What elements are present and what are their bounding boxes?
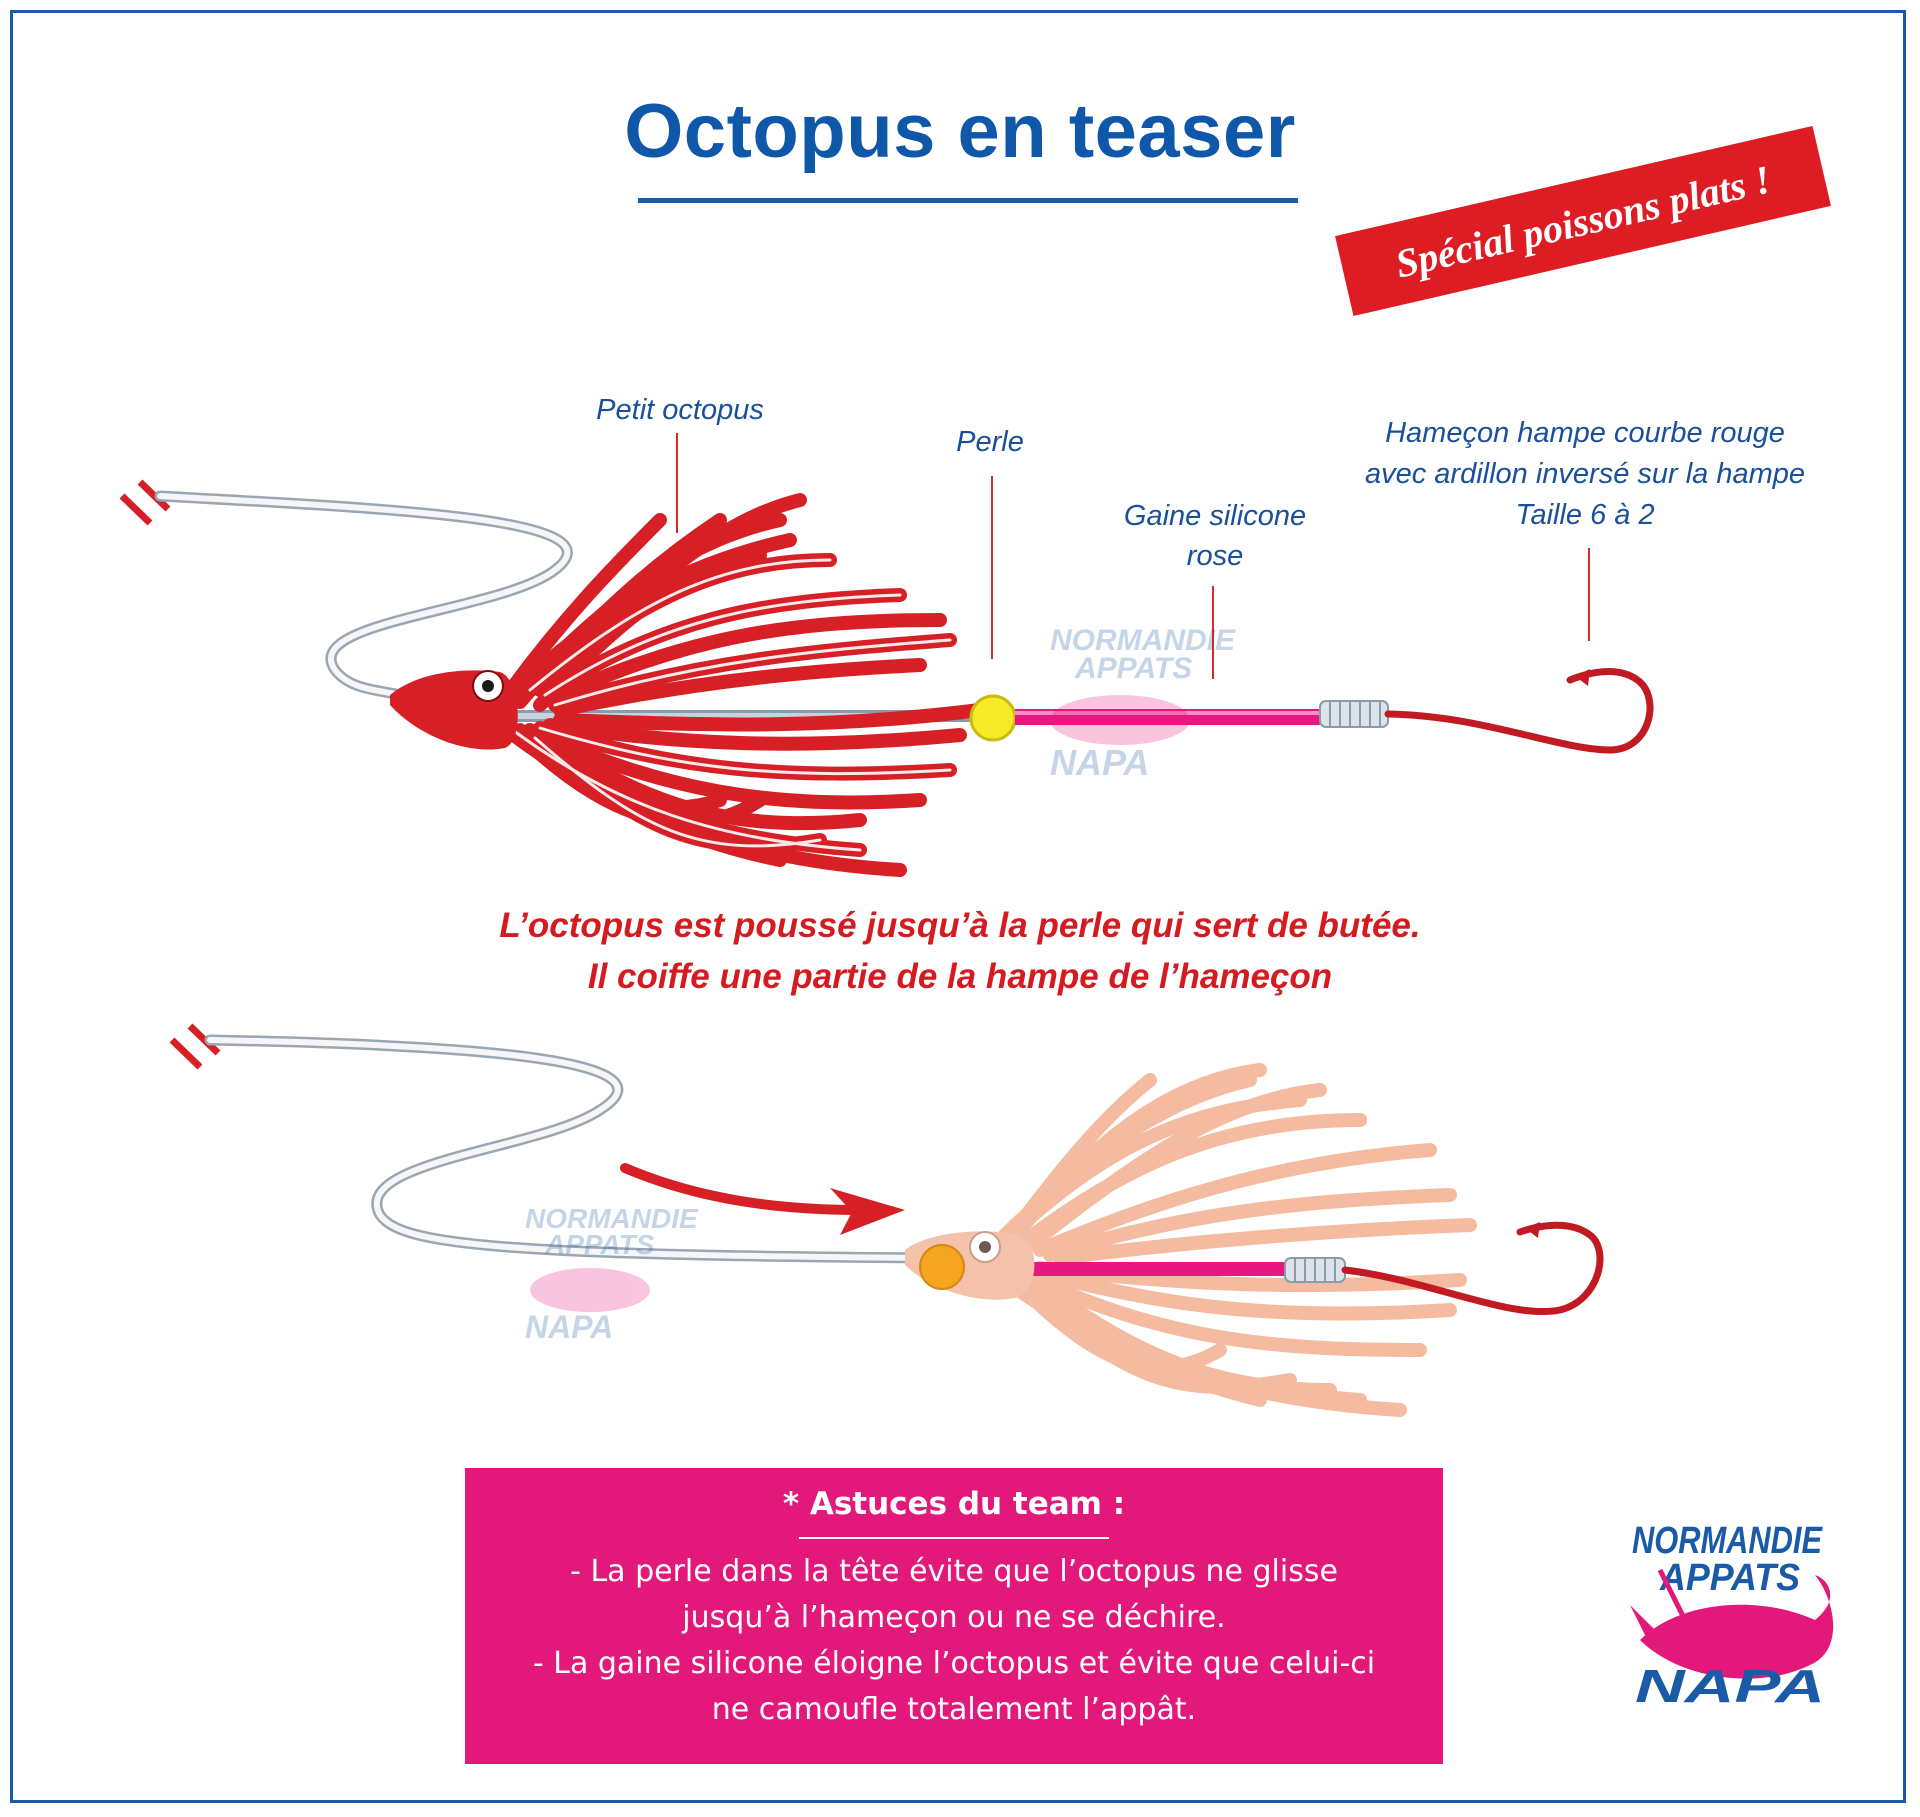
tips-line: - La gaine silicone éloigne l’octopus et… bbox=[532, 1646, 1376, 1681]
label-hamecon-line3: Taille 6 à 2 bbox=[1515, 499, 1655, 531]
bead-top bbox=[969, 694, 1017, 742]
silicone-sleeve-bottom bbox=[965, 1262, 1290, 1276]
tips-line: jusqu’à l’hameçon ou ne se déchire. bbox=[682, 1600, 1226, 1635]
svg-text:APPATS: APPATS bbox=[1074, 652, 1192, 685]
watermark-bottom: NORMANDIE APPATS NAPA bbox=[525, 1203, 699, 1345]
leader-perle bbox=[991, 476, 993, 659]
title-underline bbox=[638, 198, 1298, 203]
page-frame bbox=[10, 10, 1906, 1803]
svg-text:APPATS: APPATS bbox=[544, 1229, 655, 1260]
tips-title: * Astuces du team : bbox=[782, 1486, 1126, 1522]
octopus-tentacles-bottom bbox=[983, 1063, 1477, 1417]
line-cut-mark-top bbox=[119, 479, 171, 526]
tips-box: * Astuces du team : - La perle dans la t… bbox=[465, 1468, 1443, 1764]
svg-text:NAPA: NAPA bbox=[525, 1309, 613, 1345]
svg-text:NORMANDIE: NORMANDIE bbox=[1632, 1520, 1823, 1562]
label-gaine-line2: rose bbox=[1186, 540, 1244, 572]
label-petit-octopus: Petit octopus bbox=[596, 394, 764, 426]
svg-text:NORMANDIE: NORMANDIE bbox=[525, 1203, 699, 1234]
watermark-top: NORMANDIE APPATS NAPA bbox=[1050, 624, 1236, 783]
tips-line: - La perle dans la tête évite que l’octo… bbox=[570, 1554, 1338, 1589]
caption-line1: L’octopus est poussé jusqu’à la perle qu… bbox=[499, 906, 1421, 945]
svg-text:APPATS: APPATS bbox=[1659, 1557, 1800, 1599]
line-cut-mark-bottom bbox=[169, 1023, 221, 1070]
svg-text:NAPA: NAPA bbox=[1635, 1660, 1825, 1712]
page-title: Octopus en teaser bbox=[624, 89, 1296, 174]
tips-title-underline bbox=[799, 1537, 1109, 1539]
svg-text:NAPA: NAPA bbox=[1050, 742, 1149, 783]
top-rig: NORMANDIE APPATS NAPA bbox=[119, 479, 1654, 877]
label-perle: Perle bbox=[956, 426, 1024, 458]
tips-line: ne camoufle totalement l’appât. bbox=[711, 1692, 1197, 1727]
hook-bottom bbox=[1341, 1221, 1604, 1316]
leader-gaine bbox=[1212, 586, 1214, 679]
bead-bottom bbox=[919, 1244, 965, 1290]
normandie-appats-logo: NORMANDIE APPATS NAPA bbox=[1630, 1520, 1834, 1712]
leader-hamecon bbox=[1588, 548, 1590, 641]
label-gaine-line1: Gaine silicone bbox=[1123, 500, 1307, 532]
bottom-rig: NORMANDIE APPATS NAPA bbox=[169, 1023, 1604, 1417]
push-arrow bbox=[620, 1163, 865, 1215]
leader-petit-octopus bbox=[676, 433, 678, 533]
hook-top bbox=[1384, 668, 1654, 754]
caption-line2: Il coiffe une partie de la hampe de l’ha… bbox=[587, 957, 1333, 996]
label-hamecon-line2: avec ardillon inversé sur la hampe bbox=[1364, 458, 1806, 490]
svg-text:NORMANDIE: NORMANDIE bbox=[1050, 624, 1236, 657]
label-hamecon-line1: Hameçon hampe courbe rouge bbox=[1385, 417, 1785, 449]
